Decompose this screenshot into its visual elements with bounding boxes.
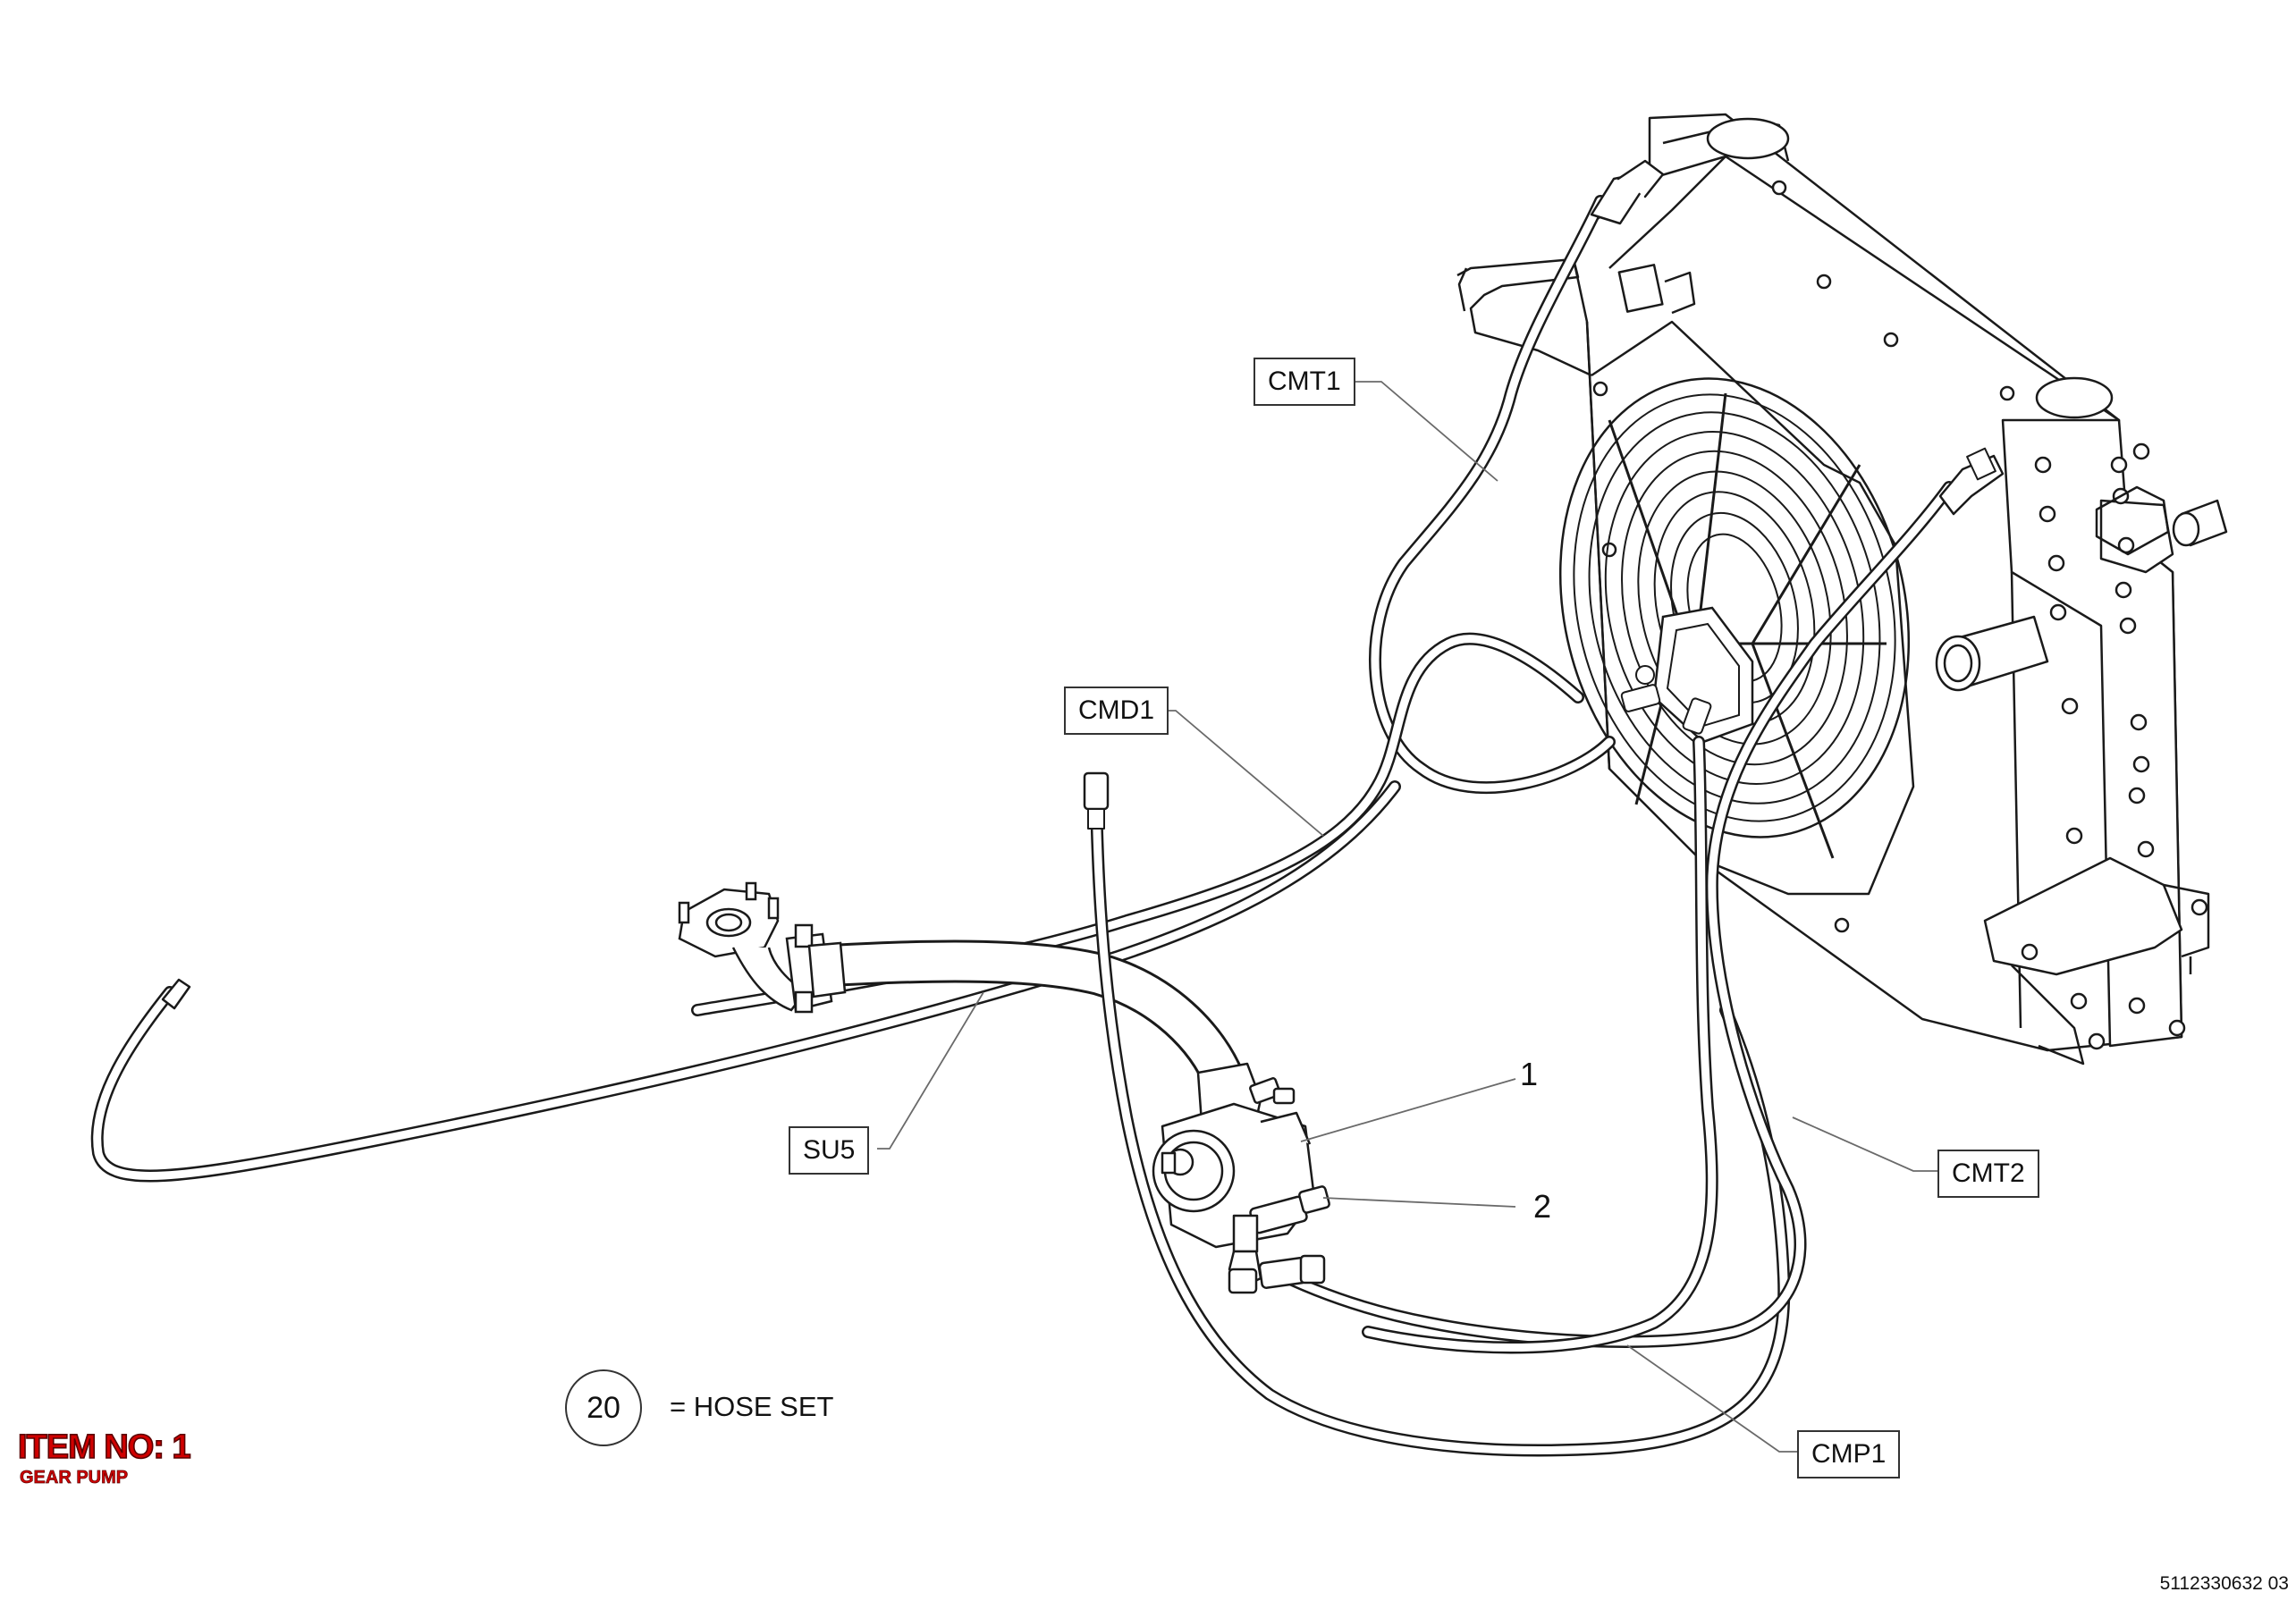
callout-cmd1: CMD1 [1064,687,1169,735]
suction-flange [678,881,847,1014]
callout-item-2: 2 [1533,1188,1552,1225]
callout-item-1: 1 [1520,1056,1539,1092]
hose-set-legend-number: 20 [587,1390,620,1425]
hose-cmp1 [1362,736,1718,1354]
fan-guard [1558,377,1911,859]
hose-set-legend-circle: 20 [565,1369,642,1446]
callout-cmp1: CMP1 [1797,1430,1901,1478]
hoses [90,159,2005,1457]
gear-pump [1152,1062,1330,1294]
hose-set-legend-text: = HOSE SET [670,1391,834,1422]
item-description: GEAR PUMP [20,1468,129,1488]
callout-cmt1: CMT1 [1254,358,1355,406]
callout-su5: SU5 [789,1126,870,1175]
callout-cmt2: CMT2 [1937,1150,2039,1198]
drawing-number: 5112330632 03 [2159,1573,2289,1594]
item-number-title: ITEM NO: 1 [17,1428,191,1467]
